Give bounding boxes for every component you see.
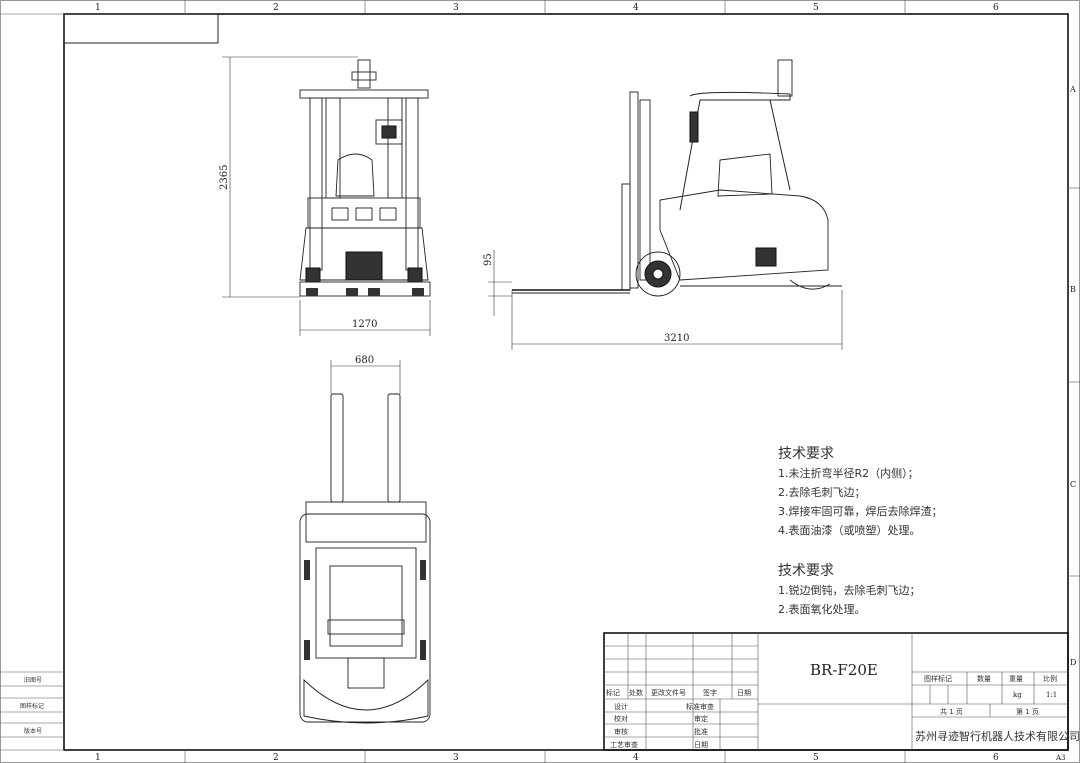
note-item: 3.焊接牢固可靠，焊后去除焊渣； (778, 504, 943, 518)
sign-label: 审核 (614, 727, 628, 736)
zone-bottom-1: 1 (95, 753, 101, 763)
rev-header: 日期 (737, 689, 751, 697)
drawing-border (63, 13, 1069, 751)
zone-bottom-5: 5 (813, 753, 819, 763)
attr-header: 图样标记 (924, 674, 952, 683)
technical-requirements-1: 技术要求 1.未注折弯半径R2（内侧）； 2.去除毛刺飞边； 3.焊接牢固可靠，… (778, 446, 943, 537)
company-name: 苏州寻迹智行机器人技术有限公司 (915, 729, 1080, 743)
weight-unit: kg (1013, 691, 1022, 699)
zone-top-4: 4 (633, 3, 639, 13)
zone-right-a: A (1069, 85, 1076, 94)
front-view (299, 59, 431, 297)
rev-header: 处数 (629, 688, 643, 697)
left-strip-label: 旧图号 (24, 677, 42, 684)
left-strip-label: 图样标记 (20, 702, 44, 710)
title-block: BR-F20E 标记 处数 更改文件号 签字 日期 设计 标准审查 校对 审定 … (603, 632, 1080, 751)
sign-label: 校对 (614, 714, 628, 723)
sign-label: 设计 (614, 702, 628, 711)
zone-top-6: 6 (993, 3, 999, 13)
dim-fork-spread: 680 (355, 355, 374, 366)
note-item: 2.去除毛刺飞边； (778, 485, 866, 499)
attr-header: 数量 (977, 674, 991, 683)
dim-fork-height: 95 (483, 253, 494, 266)
zone-bottom-2: 2 (273, 753, 279, 763)
sign-label: 工艺审查 (610, 740, 638, 749)
zone-bottom-3: 3 (453, 753, 459, 763)
rev-header: 更改文件号 (651, 688, 686, 697)
zone-bottom-4: 4 (633, 753, 639, 763)
zone-top-5: 5 (813, 3, 819, 13)
zone-top-3: 3 (453, 3, 459, 13)
dim-front-width: 1270 (352, 319, 377, 330)
sign-label: 批准 (694, 727, 708, 736)
left-strip-label: 版本号 (24, 727, 42, 735)
sign-label: 标准审查 (686, 702, 714, 711)
technical-requirements-2: 技术要求 1.锐边倒钝，去除毛刺飞边； 2.表面氧化处理。 (778, 563, 921, 616)
paper-size: A3 (1055, 754, 1066, 762)
zone-top-2: 2 (273, 3, 279, 13)
zone-right-b: B (1070, 285, 1076, 294)
zone-bottom-6: 6 (993, 753, 999, 763)
note-item: 1.未注折弯半径R2（内侧）； (778, 466, 919, 480)
notes-title: 技术要求 (778, 446, 834, 462)
zone-right-c: C (1070, 480, 1076, 489)
total-pages: 共 1 页 (940, 707, 963, 716)
zone-top-1: 1 (95, 3, 101, 13)
rev-header: 标记 (606, 688, 620, 697)
note-item: 2.表面氧化处理。 (778, 602, 866, 616)
note-item: 1.锐边倒钝，去除毛刺飞边； (778, 583, 921, 597)
top-view (299, 393, 431, 724)
side-view (512, 59, 842, 297)
sign-label: 日期 (694, 741, 708, 749)
zone-right-d: D (1070, 658, 1076, 667)
sign-label: 审定 (694, 714, 708, 723)
dim-front-height: 2365 (219, 165, 230, 190)
note-item: 4.表面油漆（或喷塑）处理。 (778, 523, 921, 537)
dimension-lines (222, 56, 843, 394)
top-left-box (63, 13, 219, 44)
drawing-name: BR-F20E (810, 661, 878, 679)
scale-value: 1:1 (1046, 691, 1057, 699)
rev-header: 签字 (703, 688, 717, 697)
attr-header: 重量 (1009, 675, 1023, 683)
left-strip-table: 旧图号 图样标记 版本号 (0, 671, 64, 738)
page-number: 第 1 页 (1016, 707, 1039, 716)
attr-header: 比例 (1043, 674, 1057, 683)
notes-title: 技术要求 (778, 563, 834, 579)
dim-side-length: 3210 (664, 333, 689, 344)
